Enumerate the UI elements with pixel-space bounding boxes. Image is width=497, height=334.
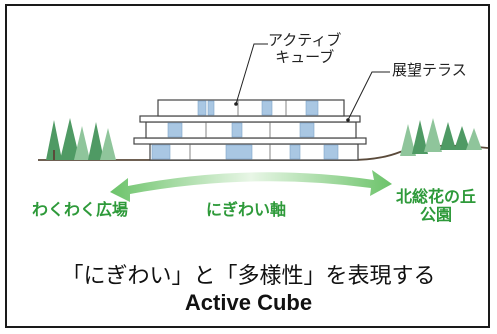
place-hokuso-park-line2: 公園 bbox=[420, 204, 453, 224]
tree bbox=[424, 118, 442, 152]
diagram-frame bbox=[5, 4, 490, 328]
caption-line2: Active Cube bbox=[184, 290, 313, 315]
place-hokuso-park: 北総花の丘 公園 bbox=[396, 188, 476, 223]
tree bbox=[60, 118, 80, 160]
tree bbox=[100, 128, 116, 160]
trees-left bbox=[46, 118, 116, 160]
leader-active-cube bbox=[235, 43, 268, 105]
tree bbox=[412, 120, 428, 154]
tree bbox=[74, 126, 90, 160]
building-slab-2 bbox=[139, 115, 361, 123]
callout-active-cube-line2: キューブ bbox=[275, 47, 335, 66]
tree bbox=[454, 126, 470, 150]
callout-active-cube-line1: アクティブ bbox=[268, 31, 342, 49]
place-nigiwai-axis: にぎわい軸 bbox=[206, 200, 287, 219]
building-windows bbox=[151, 100, 339, 160]
tree bbox=[46, 120, 62, 160]
tree bbox=[440, 122, 456, 150]
trees-right bbox=[400, 118, 482, 156]
building-mullions bbox=[189, 100, 287, 160]
tree bbox=[466, 128, 482, 150]
place-hokuso-park-line1: 北総花の丘 bbox=[396, 187, 477, 206]
caption-line1: 「にぎわい」と「多様性」を表現する bbox=[61, 264, 436, 289]
building-slab-1 bbox=[133, 137, 367, 145]
place-wakuwaku-plaza: わくわく広場 bbox=[32, 200, 129, 219]
nigiwai-double-arrow bbox=[110, 170, 392, 202]
callout-terrace: 展望テラス bbox=[392, 61, 467, 79]
tree bbox=[400, 124, 416, 156]
leader-terrace bbox=[347, 71, 390, 121]
tree bbox=[88, 122, 104, 160]
callout-active-cube: アクティブ キューブ bbox=[268, 32, 341, 65]
